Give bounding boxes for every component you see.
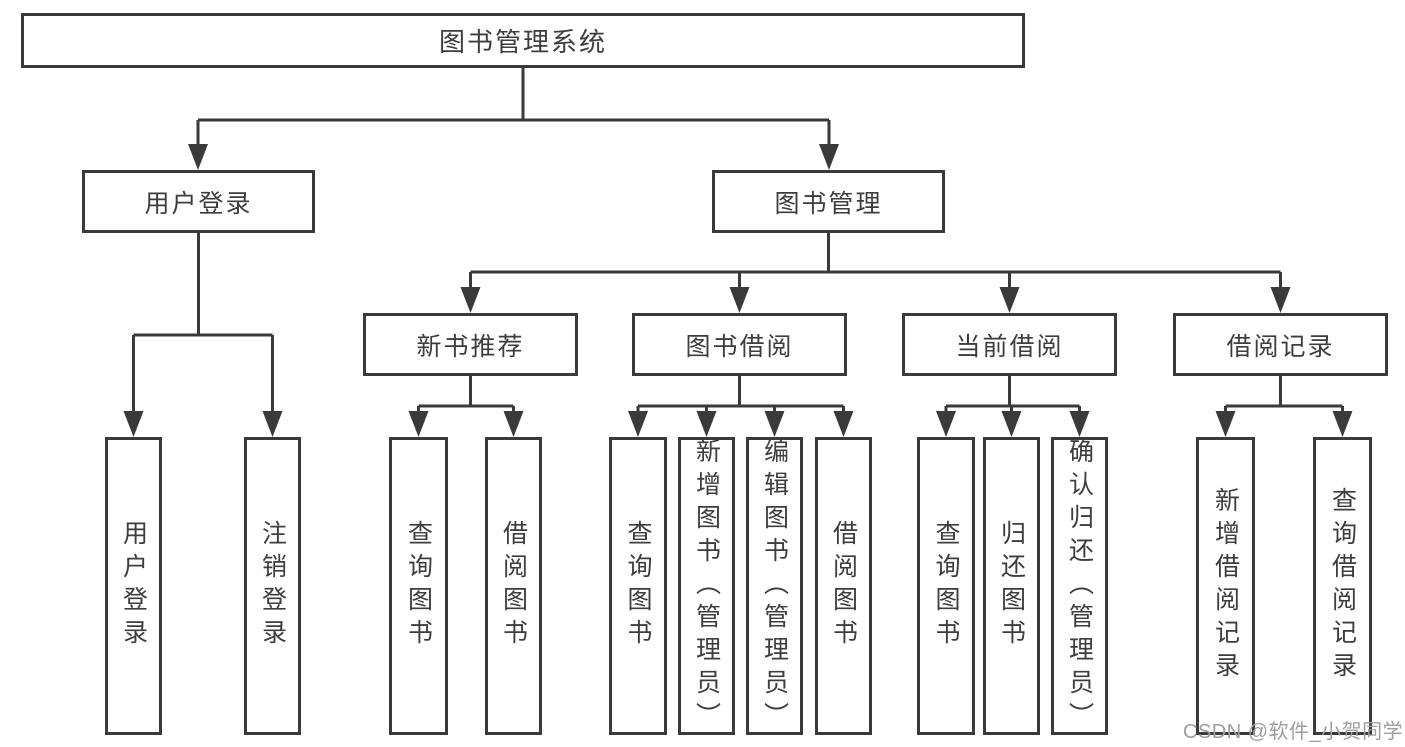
leaf-logout: 注销登录 xyxy=(244,437,301,735)
leaf-edit-book-admin: 编辑图书（管理员） xyxy=(746,437,803,735)
leaf-user-login: 用户登录 xyxy=(105,437,162,735)
node-label: 用户登录 xyxy=(144,189,253,218)
leaf-confirm-return-admin: 确认归还（管理员） xyxy=(1051,437,1108,735)
node-label: 归还图书 xyxy=(997,520,1026,652)
node-book-borrowing: 图书借阅 xyxy=(632,313,847,376)
node-label: 查询图书 xyxy=(624,520,652,652)
node-label: 用户登录 xyxy=(119,520,148,652)
node-label: 查询图书 xyxy=(932,520,960,652)
node-label: 图书借阅 xyxy=(685,332,794,361)
node-label: 注销登录 xyxy=(258,520,287,652)
leaf-borrow-books-recommend: 借阅图书 xyxy=(485,437,542,735)
node-library-management-system: 图书管理系统 xyxy=(21,13,1025,68)
connector-new-book-children xyxy=(408,376,524,437)
node-book-management: 图书管理 xyxy=(712,170,945,233)
node-label: 借阅图书 xyxy=(829,520,858,652)
node-current-borrowing: 当前借阅 xyxy=(902,313,1117,376)
node-label: 编辑图书（管理员） xyxy=(760,437,789,735)
node-user-login: 用户登录 xyxy=(82,170,315,233)
leaf-query-borrow-record: 查询借阅记录 xyxy=(1313,437,1372,735)
leaf-query-books-current: 查询图书 xyxy=(917,437,975,735)
csdn-watermark: CSDN @软件_小贺同学 xyxy=(1183,721,1404,743)
connector-borrow-records-children xyxy=(1215,376,1353,437)
leaf-query-books-recommend: 查询图书 xyxy=(389,437,448,735)
node-label: 确认归还（管理员） xyxy=(1065,437,1094,735)
node-label: 新增借阅记录 xyxy=(1211,487,1240,685)
node-label: 查询借阅记录 xyxy=(1328,487,1357,685)
node-label: 借阅记录 xyxy=(1226,332,1335,361)
node-label: 新增图书（管理员） xyxy=(692,437,721,735)
leaf-add-book-admin: 新增图书（管理员） xyxy=(678,437,735,735)
connector-book-borrow-children xyxy=(628,376,854,437)
leaf-return-books: 归还图书 xyxy=(983,437,1040,735)
leaf-query-books-borrow: 查询图书 xyxy=(609,437,667,735)
node-label: 借阅图书 xyxy=(499,520,528,652)
connector-current-borrow-children xyxy=(936,376,1090,437)
connector-root-to-level2 xyxy=(188,68,839,170)
leaf-borrow-books: 借阅图书 xyxy=(815,437,872,735)
connector-book-management-children xyxy=(460,233,1291,313)
node-label: 查询图书 xyxy=(404,520,433,652)
node-new-book-recommendation: 新书推荐 xyxy=(363,313,578,376)
node-label: 新书推荐 xyxy=(416,332,525,361)
node-label: 图书管理 xyxy=(774,189,883,218)
node-borrowing-records: 借阅记录 xyxy=(1173,313,1388,376)
node-label: 当前借阅 xyxy=(955,332,1064,361)
connector-user-login-children xyxy=(123,233,283,437)
node-label: 图书管理系统 xyxy=(438,27,607,57)
leaf-add-borrow-record: 新增借阅记录 xyxy=(1196,437,1255,735)
